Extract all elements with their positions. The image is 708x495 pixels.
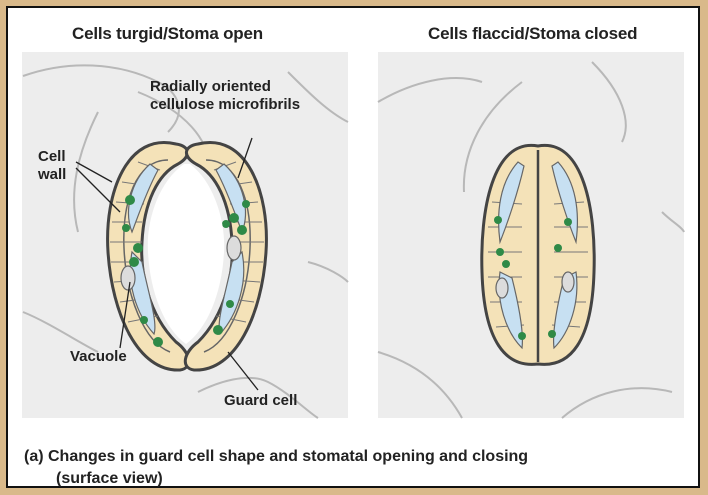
caption-line2: (surface view) bbox=[56, 470, 163, 488]
panel-title-open: Cells turgid/Stoma open bbox=[72, 24, 263, 44]
stoma-closed-diagram bbox=[372, 52, 692, 422]
caption-line1: (a) Changes in guard cell shape and stom… bbox=[24, 448, 528, 466]
guard-cells-closed bbox=[482, 145, 594, 364]
label-cell-wall-line2: wall bbox=[38, 166, 66, 183]
label-cell-wall-line1: Cell bbox=[38, 148, 66, 165]
label-radial-line2: cellulose microfibrils bbox=[150, 96, 300, 113]
label-radial-line1: Radially oriented bbox=[150, 78, 271, 95]
label-guard-cell: Guard cell bbox=[224, 392, 297, 409]
figure-frame: Cells turgid/Stoma open Cells flaccid/St… bbox=[6, 6, 700, 488]
panel-title-closed: Cells flaccid/Stoma closed bbox=[428, 24, 637, 44]
label-vacuole: Vacuole bbox=[70, 348, 127, 365]
